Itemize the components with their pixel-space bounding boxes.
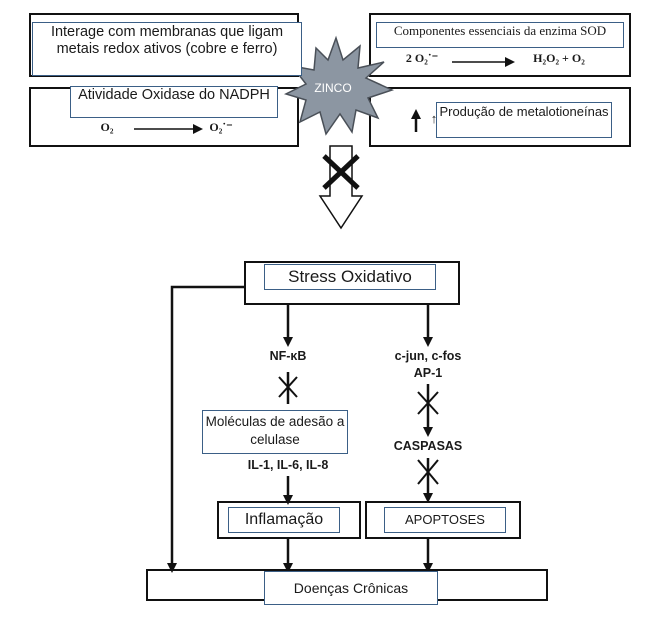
metallothionein-outer-box xyxy=(369,87,631,147)
nadph-label: Atividade Oxidase do NADPH xyxy=(70,86,278,118)
inflammation-label: Inflamação xyxy=(228,507,340,533)
adhesion-label: Moléculas de adesão a celulase xyxy=(202,410,348,454)
ap1-block-x xyxy=(417,391,439,415)
membrane-label: Interage com membranas que ligam metais … xyxy=(32,22,302,76)
apoptosis-outer-box xyxy=(365,501,521,539)
sod-label: Componentes essenciais da enzima SOD xyxy=(376,22,624,48)
nfkb-block-x xyxy=(278,376,298,398)
cjun-label: c-jun, c-fos xyxy=(394,349,462,363)
stress-label: Stress Oxidativo xyxy=(264,264,436,290)
nadph-reaction-left: O₂ xyxy=(100,120,114,134)
sod-reaction-right: H₂O₂ + O₂ xyxy=(533,51,585,65)
caspases-block-x xyxy=(417,459,439,485)
stress-to-chronic-arrow xyxy=(167,285,245,573)
zinc-block-x xyxy=(322,154,360,190)
sod-outer-box xyxy=(369,13,631,77)
metallothionein-label: Produção de metalotioneínas xyxy=(436,102,612,138)
chronic-label: Doenças Crônicas xyxy=(264,571,438,605)
ap1-label: AP-1 xyxy=(413,366,443,380)
caspases-label: CASPASAS xyxy=(393,439,463,453)
apoptosis-label: APOPTOSES xyxy=(384,507,506,533)
metallothionein-partial-text: ↑ xyxy=(430,111,438,126)
nfkb-label: NF-κB xyxy=(269,349,307,363)
stress-outer-box xyxy=(244,261,460,305)
zinc-hollow-arrow xyxy=(318,145,364,230)
interleukins-label: IL-1, IL-6, IL-8 xyxy=(247,458,329,472)
sod-reaction-left: 2 O₂˙⁻ xyxy=(405,51,439,65)
zinc-label: ZINCO xyxy=(314,81,352,95)
nadph-reaction-right: O₂˙⁻ xyxy=(209,120,233,134)
